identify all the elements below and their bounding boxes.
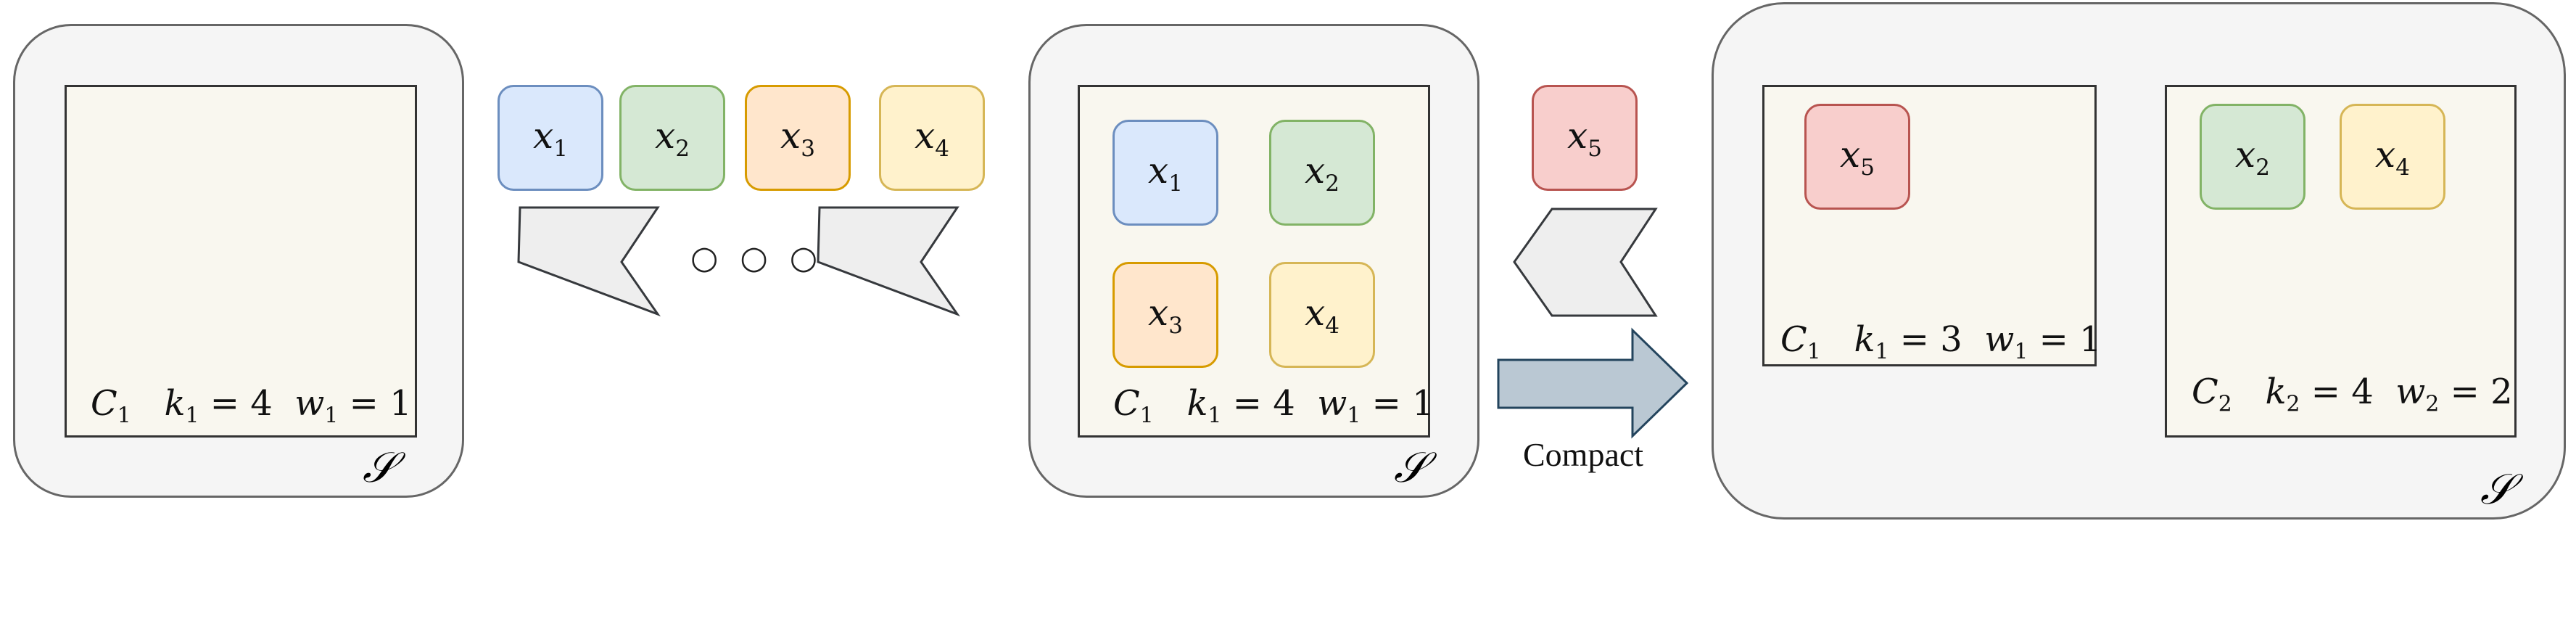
item-x2: x2	[1269, 120, 1375, 226]
item-x4: x4	[1269, 262, 1375, 368]
item-x1: x1	[1112, 120, 1218, 226]
storage-symbol: 𝒮	[1394, 443, 1427, 492]
cluster-label: C2 k2 = 4 w2 = 2	[2192, 371, 2513, 417]
item-x2: x2	[2200, 104, 2305, 210]
item-x3: x3	[1112, 262, 1218, 368]
cluster-label: C1 k1 = 3 w1 = 1	[1780, 319, 2102, 365]
cluster-label: C1 k1 = 4 w1 = 1	[91, 383, 412, 429]
item-x5: x5	[1804, 104, 1910, 210]
item-x3: x3	[745, 85, 851, 191]
storage-symbol: 𝒮	[363, 443, 395, 492]
item-x1: x1	[498, 85, 603, 191]
cluster-label: C1 k1 = 4 w1 = 1	[1113, 383, 1434, 429]
cluster-box-1	[65, 85, 417, 438]
compact-label: Compact	[1523, 436, 1644, 473]
item-x5: x5	[1532, 85, 1638, 191]
item-x4: x4	[2340, 104, 2445, 210]
ellipsis-dots: ○ ○ ○	[690, 239, 824, 276]
item-x2: x2	[619, 85, 725, 191]
item-x4: x4	[879, 85, 985, 191]
storage-symbol: 𝒮	[2480, 464, 2513, 514]
